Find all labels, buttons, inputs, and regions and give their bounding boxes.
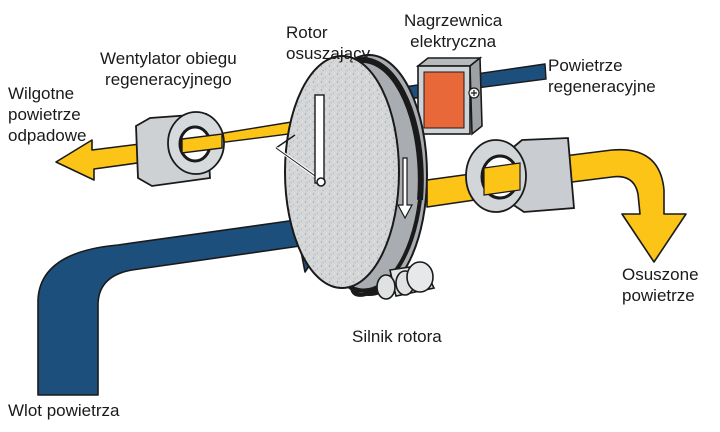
rotor-motor [350,261,436,300]
rotor-motor-label: Silnik rotora [352,327,442,346]
rotor-label: Rotor osuszający [286,23,371,63]
regen-air-label: Powietrze regeneracyjne [548,56,656,96]
plus-icon [471,90,477,96]
dried-air-label: Osuszone powietrze [622,265,699,305]
regen-fan-label: Wentylator obiegu regeneracyjnego [100,49,237,89]
desiccant-rotor [275,54,428,296]
heater-label: Nagrzewnica elektryczna [404,11,503,51]
process-fan [465,137,575,213]
air-inlet-label: Wlot powietrza [8,401,120,420]
wet-exhaust-label: Wilgotne powietrze odpadowe [8,84,87,145]
electric-heater [415,56,483,136]
regen-fan [135,111,225,187]
